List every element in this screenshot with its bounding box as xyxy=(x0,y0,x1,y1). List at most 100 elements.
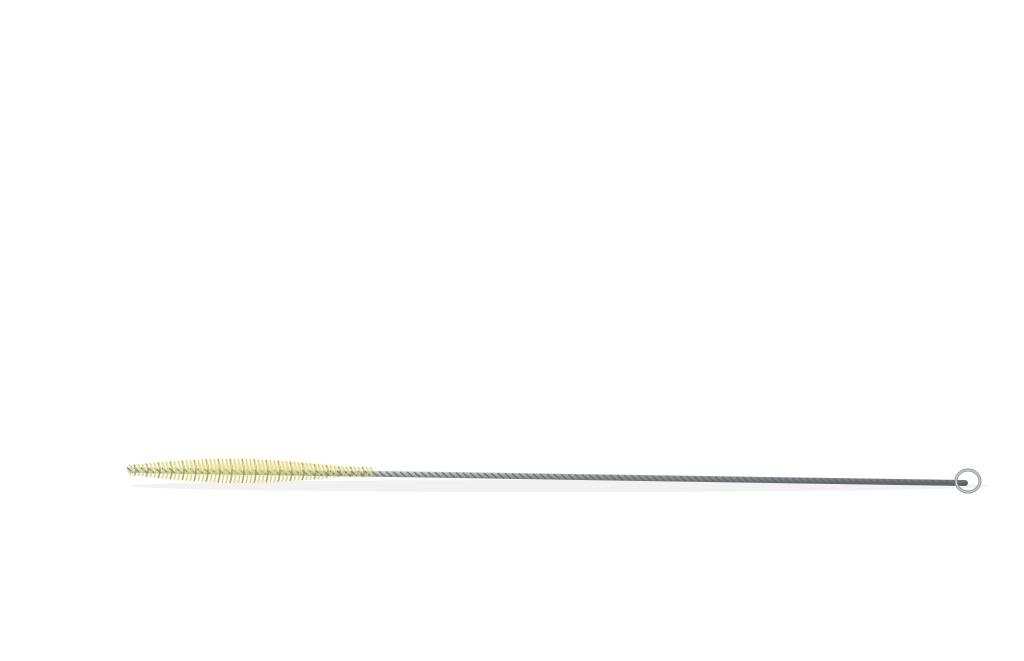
wire-twist xyxy=(861,478,869,485)
bristle-tuft xyxy=(253,459,257,484)
bristle-tuft xyxy=(257,459,261,483)
bristle-highlight xyxy=(218,460,221,470)
bristle-tuft xyxy=(221,458,225,483)
wire-twist xyxy=(644,475,652,482)
wire-twist xyxy=(476,472,484,479)
bristle-highlight xyxy=(166,463,169,470)
wire-twist xyxy=(693,475,701,482)
wire-twist xyxy=(791,477,799,484)
wire-twist xyxy=(448,472,456,479)
wire-twist xyxy=(672,475,680,482)
bristle-tuft xyxy=(193,459,197,482)
wire-twist xyxy=(469,472,477,479)
bristle-highlight xyxy=(270,462,273,471)
bristle-highlight xyxy=(370,468,373,472)
bristle-highlight xyxy=(150,465,153,470)
bristle-tuft xyxy=(277,460,281,483)
wire-twist xyxy=(784,477,792,484)
wire-twist xyxy=(546,473,554,480)
wire-twist xyxy=(826,477,834,485)
bristle-tuft xyxy=(229,458,233,484)
wire-twist xyxy=(700,475,708,483)
bristle-highlight xyxy=(290,463,293,471)
wire-twist xyxy=(903,479,911,486)
wire-twist xyxy=(637,474,645,482)
bristle-tuft xyxy=(281,460,285,482)
bristle-tuft xyxy=(145,463,149,478)
bristle-highlight xyxy=(154,464,157,470)
wire-twist xyxy=(798,477,806,484)
bristle-highlight xyxy=(286,463,289,471)
bristle-highlight xyxy=(162,463,165,470)
bristle-tuft xyxy=(269,459,273,483)
bristle-highlight xyxy=(134,466,137,470)
bristle-tuft xyxy=(237,458,241,484)
bristle-highlight xyxy=(242,460,245,470)
bristle-tuft xyxy=(137,463,141,477)
bristle-tuft xyxy=(225,458,229,483)
bristle-highlight xyxy=(258,461,261,471)
bristle-highlight xyxy=(322,466,325,471)
bristle-highlight xyxy=(198,461,201,470)
wire-twist xyxy=(427,471,435,478)
bristle-tuft xyxy=(141,463,145,477)
bristle-highlight xyxy=(174,463,177,470)
wire-twist xyxy=(371,470,379,477)
bristle-tuft xyxy=(341,466,345,478)
wire-twist xyxy=(560,473,568,480)
hanging-loop xyxy=(954,468,982,494)
bristle-tuft xyxy=(361,466,365,478)
bristle-tuft xyxy=(169,461,173,480)
bristle-highlight xyxy=(182,462,185,470)
wire-twist xyxy=(483,472,491,479)
wire-twist xyxy=(406,471,414,478)
wire-twist xyxy=(714,476,722,483)
wire-twist xyxy=(735,476,743,483)
bristle-tuft xyxy=(161,461,165,479)
bristle-tuft xyxy=(325,464,329,479)
bristle-highlight xyxy=(294,463,297,471)
bristle-highlight xyxy=(342,468,345,471)
wire-twist xyxy=(490,472,498,479)
bristle-highlight xyxy=(190,461,193,470)
bristle-tuft xyxy=(321,464,325,479)
bristle-highlight xyxy=(262,461,265,471)
bristle-highlight xyxy=(266,461,269,471)
wire-twist xyxy=(455,472,463,479)
wire-twist xyxy=(574,473,582,481)
wire-twist xyxy=(847,478,855,485)
bristle-tuft xyxy=(285,460,289,482)
wire-twist xyxy=(812,477,820,484)
bristle-tuft xyxy=(153,462,157,479)
bristle-highlight xyxy=(178,462,181,470)
bristle-tuft xyxy=(345,466,349,478)
wire-twist xyxy=(910,479,918,486)
bristle-tuft xyxy=(309,463,313,480)
wire-twist xyxy=(385,471,393,478)
wire-twist xyxy=(721,476,729,483)
bristle-tuft xyxy=(129,464,133,476)
bristle-highlight xyxy=(158,464,161,470)
wire-twist xyxy=(623,474,631,481)
bristle-highlight xyxy=(202,461,205,470)
bristle-tuft xyxy=(333,465,337,478)
wire-twist xyxy=(938,479,946,486)
bristle-tuft xyxy=(133,464,137,476)
bristle-highlight xyxy=(358,468,361,472)
wire-twist xyxy=(889,478,897,485)
bristle-highlight xyxy=(306,464,309,471)
bristle-highlight xyxy=(214,460,217,470)
wire-twist xyxy=(420,471,428,478)
bristle-tuft xyxy=(157,462,161,479)
bristle-tuft xyxy=(233,458,237,484)
wire-twist xyxy=(742,476,750,483)
bristle-highlight xyxy=(274,462,277,471)
wire-twist xyxy=(686,475,694,482)
bristle-highlight xyxy=(302,464,305,471)
wire-twist xyxy=(539,473,547,480)
bristle-highlight xyxy=(346,468,349,471)
wire-twist xyxy=(819,477,827,484)
bristle-tuft xyxy=(261,459,265,483)
wire-twist xyxy=(616,474,624,481)
bristle-highlight xyxy=(222,460,225,470)
